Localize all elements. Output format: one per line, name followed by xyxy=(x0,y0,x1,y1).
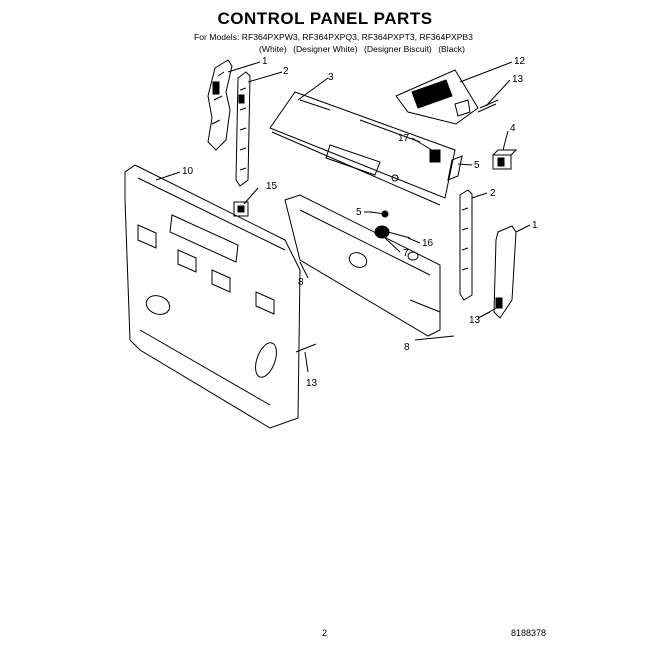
part-8-panel-support xyxy=(284,194,441,337)
finish-list: (White) (Designer White) (Designer Biscu… xyxy=(259,44,469,55)
callout-3: 3 xyxy=(328,72,334,83)
callout-12: 12 xyxy=(514,56,526,67)
callout-8-bottom: 8 xyxy=(404,342,410,353)
callout-13-top: 13 xyxy=(512,74,524,85)
models-prefix: For Models: xyxy=(194,32,240,42)
callout-8-left: 8 xyxy=(298,277,304,288)
page-title: CONTROL PANEL PARTS xyxy=(217,9,433,28)
part-6-screw xyxy=(369,210,389,218)
callout-17: 17 xyxy=(398,133,410,144)
finish-black: (Black) xyxy=(438,44,465,54)
callout-13-left: 13 xyxy=(306,378,318,389)
part-1-end-cap-right xyxy=(493,225,517,319)
part-12-overlay xyxy=(395,69,479,125)
callout-15: 15 xyxy=(266,181,278,192)
callout-7: 7 xyxy=(403,248,409,259)
finish-designer-biscuit: (Designer Biscuit) xyxy=(363,44,432,54)
callout-5-mid: 5 xyxy=(356,207,362,218)
part-4-switch xyxy=(492,149,518,170)
part-10-rear-panel xyxy=(124,164,301,429)
callout-10: 10 xyxy=(182,166,194,177)
callout-1-right: 1 xyxy=(532,220,538,231)
callout-5-top: 5 xyxy=(474,160,480,171)
part-16-knob xyxy=(374,225,411,239)
part-13-screw-left xyxy=(295,343,317,353)
callout-2-right: 2 xyxy=(490,188,496,199)
callout-2-top: 2 xyxy=(283,66,289,77)
part-1-end-cap-left xyxy=(207,59,233,151)
callout-4: 4 xyxy=(510,123,516,134)
finish-designer-white: (Designer White) xyxy=(293,44,358,54)
document-number: 8188378 xyxy=(511,628,547,638)
part-5-small-bracket xyxy=(447,155,463,181)
part-3-control-panel xyxy=(269,91,456,206)
callout-1-top: 1 xyxy=(262,56,268,67)
callout-16: 16 xyxy=(422,238,434,249)
finish-white: (White) xyxy=(259,44,287,54)
part-2-bracket-right xyxy=(459,189,473,301)
part-13-screw-top xyxy=(477,99,499,113)
part-17-clip xyxy=(429,149,441,163)
part-2-bracket-left xyxy=(235,71,251,187)
models-numbers: RF364PXPW3, RF364PXPQ3, RF364PXPT3, RF36… xyxy=(241,32,473,42)
callout-13-right: 13 xyxy=(469,315,481,326)
model-list: For Models: RF364PXPW3, RF364PXPQ3, RF36… xyxy=(194,32,473,43)
part-15-knob xyxy=(233,201,249,217)
leader-lines xyxy=(155,61,531,373)
page-number: 2 xyxy=(322,628,328,638)
